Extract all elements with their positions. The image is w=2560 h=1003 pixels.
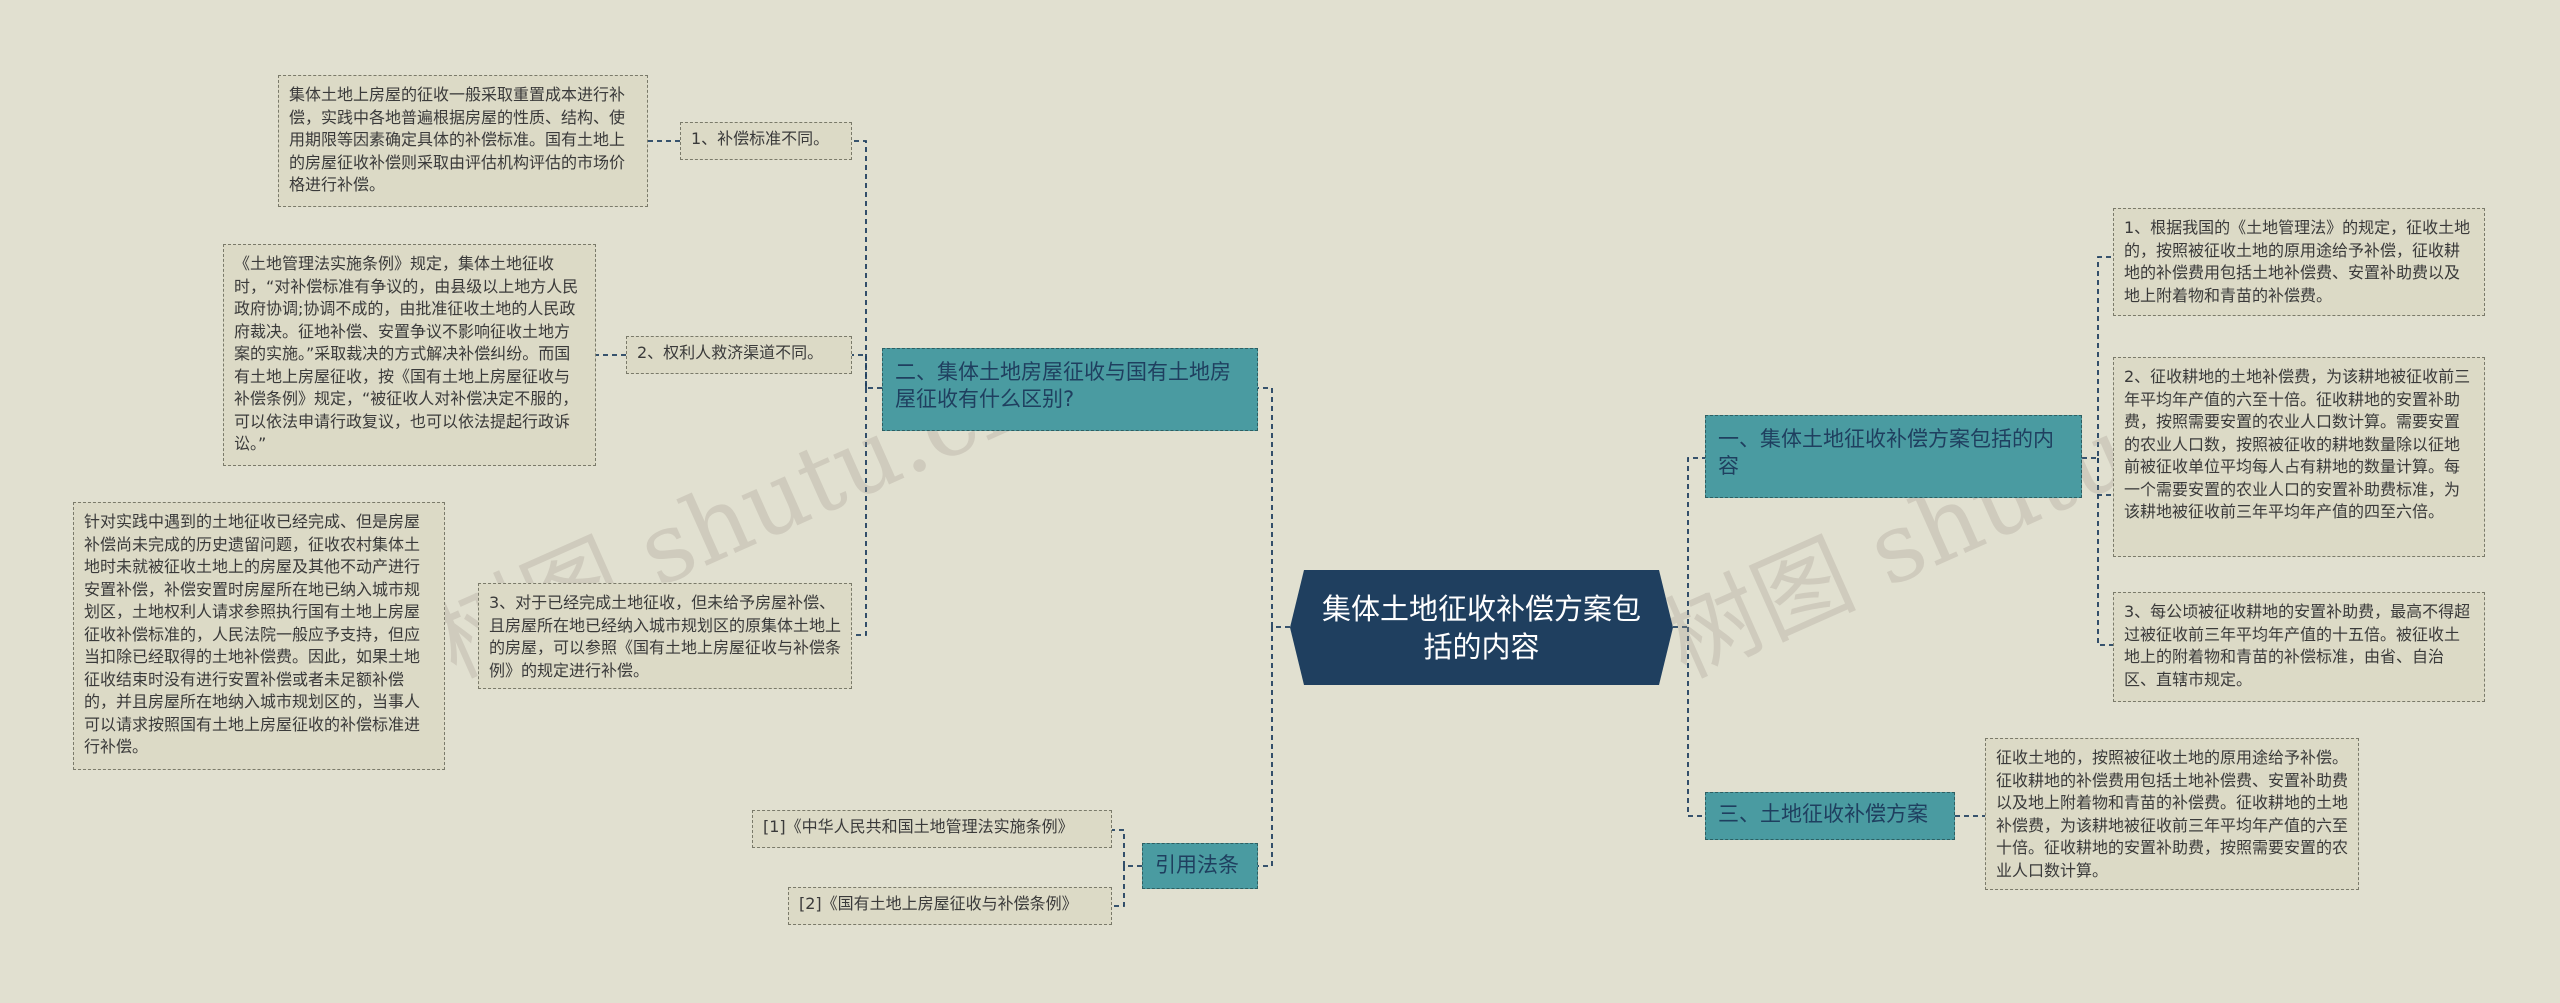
item-remedy-channel[interactable]: 2、权利人救济渠道不同。 — [626, 336, 852, 374]
branch-difference-label: 二、集体土地房屋征收与国有土地房屋征收有什么区别? — [895, 360, 1231, 411]
center-topic-title: 集体土地征收补偿方案包括的内容 — [1321, 591, 1641, 664]
detail-remedy-channel[interactable]: 《土地管理法实施条例》规定，集体土地征收时，“对补偿标准有争议的，由县级以上地方… — [223, 244, 596, 466]
citation-item-text: [1]《中华人民共和国土地管理法实施条例》 — [763, 817, 1074, 836]
item-completed-expropriation-label: 3、对于已经完成土地征收，但未给予房屋补偿、且房屋所在地已经纳入城市规划区的原集… — [489, 593, 842, 680]
detail-remedy-channel-text: 《土地管理法实施条例》规定，集体土地征收时，“对补偿标准有争议的，由县级以上地方… — [234, 254, 579, 453]
item-compensation-standard[interactable]: 1、补偿标准不同。 — [680, 122, 852, 160]
content-item-text: 1、根据我国的《土地管理法》的规定，征收土地的，按照被征收土地的原用途给予补偿，… — [2124, 218, 2471, 305]
detail-compensation-standard-text: 集体土地上房屋的征收一般采取重置成本进行补偿，实践中各地普遍根据房屋的性质、结构… — [289, 85, 626, 194]
content-item[interactable]: 3、每公顷被征收耕地的安置补助费，最高不得超过被征收前三年平均年产值的十五倍。被… — [2113, 592, 2485, 702]
branch-citations-label: 引用法条 — [1155, 853, 1239, 877]
item-remedy-channel-label: 2、权利人救济渠道不同。 — [637, 343, 824, 362]
branch-difference[interactable]: 二、集体土地房屋征收与国有土地房屋征收有什么区别? — [882, 348, 1258, 431]
detail-compensation-plan-text: 征收土地的，按照被征收土地的原用途给予补偿。征收耕地的补偿费用包括土地补偿费、安… — [1996, 748, 2349, 880]
branch-citations[interactable]: 引用法条 — [1142, 843, 1258, 889]
branch-compensation-content[interactable]: 一、集体土地征收补偿方案包括的内容 — [1705, 415, 2082, 498]
item-compensation-standard-label: 1、补偿标准不同。 — [691, 129, 830, 148]
citation-item[interactable]: [1]《中华人民共和国土地管理法实施条例》 — [752, 810, 1112, 848]
item-completed-expropriation[interactable]: 3、对于已经完成土地征收，但未给予房屋补偿、且房屋所在地已经纳入城市规划区的原集… — [478, 583, 852, 689]
detail-compensation-plan[interactable]: 征收土地的，按照被征收土地的原用途给予补偿。征收耕地的补偿费用包括土地补偿费、安… — [1985, 738, 2359, 890]
branch-compensation-plan-label: 三、土地征收补偿方案 — [1718, 802, 1928, 826]
detail-completed-expropriation[interactable]: 针对实践中遇到的土地征收已经完成、但是房屋补偿尚未完成的历史遗留问题，征收农村集… — [73, 502, 445, 770]
citation-item-text: [2]《国有土地上房屋征收与补偿条例》 — [799, 894, 1078, 913]
center-topic[interactable]: 集体土地征收补偿方案包括的内容 — [1290, 570, 1673, 685]
branch-compensation-plan[interactable]: 三、土地征收补偿方案 — [1705, 792, 1955, 840]
citation-item[interactable]: [2]《国有土地上房屋征收与补偿条例》 — [788, 887, 1112, 925]
content-item-text: 3、每公顷被征收耕地的安置补助费，最高不得超过被征收前三年平均年产值的十五倍。被… — [2124, 602, 2471, 689]
content-item-text: 2、征收耕地的土地补偿费，为该耕地被征收前三年平均年产值的六至十倍。征收耕地的安… — [2124, 367, 2471, 521]
detail-completed-expropriation-text: 针对实践中遇到的土地征收已经完成、但是房屋补偿尚未完成的历史遗留问题，征收农村集… — [84, 512, 421, 756]
content-item[interactable]: 1、根据我国的《土地管理法》的规定，征收土地的，按照被征收土地的原用途给予补偿，… — [2113, 208, 2485, 316]
content-item[interactable]: 2、征收耕地的土地补偿费，为该耕地被征收前三年平均年产值的六至十倍。征收耕地的安… — [2113, 357, 2485, 557]
detail-compensation-standard[interactable]: 集体土地上房屋的征收一般采取重置成本进行补偿，实践中各地普遍根据房屋的性质、结构… — [278, 75, 648, 207]
branch-compensation-content-label: 一、集体土地征收补偿方案包括的内容 — [1718, 427, 2054, 478]
